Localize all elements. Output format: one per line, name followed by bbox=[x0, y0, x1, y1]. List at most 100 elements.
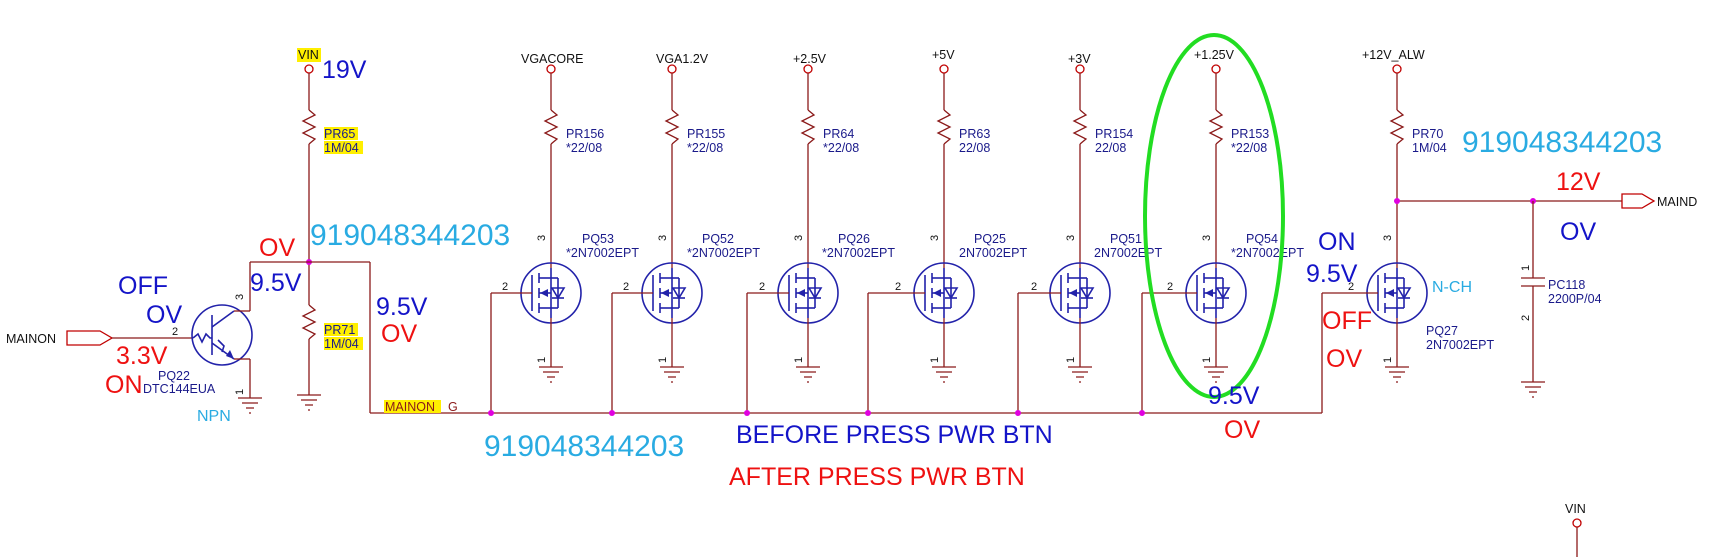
pq52-pin1: 1 bbox=[657, 357, 669, 363]
mosfet-pq25: 2 3 1 PQ25 2N7002EPT bbox=[867, 232, 1027, 413]
pq52-ref: PQ52 bbox=[702, 232, 734, 246]
pq27-ref: PQ27 bbox=[1426, 324, 1458, 338]
stage-12v-alw: +12V_ALW PR70 1M/04 bbox=[1362, 48, 1622, 268]
pr65-ref: PR65 bbox=[324, 127, 355, 141]
v25-label: +2.5V bbox=[793, 52, 827, 66]
pr63-val: 22/08 bbox=[959, 141, 990, 155]
mosfet-pq52: 2 3 1 PQ52 *2N7002EPT bbox=[611, 232, 760, 413]
pq54-pin2: 2 bbox=[1167, 281, 1173, 293]
annot-phone-2: 919048344203 bbox=[484, 430, 684, 463]
annot-19v: 19V bbox=[322, 56, 367, 84]
stage-vgacore: VGACORE PR156 *22/08 bbox=[521, 52, 604, 268]
vin-rail: VIN bbox=[297, 48, 321, 110]
annot-ov-node: OV bbox=[259, 234, 295, 262]
pq25-pin1: 1 bbox=[929, 357, 941, 363]
capacitor-pc118: 1 2 PC118 2200P/04 bbox=[1520, 201, 1602, 398]
annot-off-right: OFF bbox=[1322, 307, 1372, 335]
pq25-pin2: 2 bbox=[895, 281, 901, 293]
annot-phone-1: 919048344203 bbox=[310, 219, 510, 252]
vgacore-label: VGACORE bbox=[521, 52, 584, 66]
mainon-input-port: MAINON bbox=[6, 330, 193, 346]
pq25-pin3: 3 bbox=[929, 235, 941, 241]
pq26-part: *2N7002EPT bbox=[822, 246, 895, 260]
mosfet-pq54: 2 3 1 PQ54 *2N7002EPT bbox=[1141, 232, 1304, 413]
pr71-val: 1M/04 bbox=[324, 337, 359, 351]
pq53-part: *2N7002EPT bbox=[566, 246, 639, 260]
pc118-pin1: 1 bbox=[1520, 265, 1532, 271]
mosfet-pq26: 2 3 1 PQ26 *2N7002EPT bbox=[746, 232, 895, 413]
pq52-pin3: 3 bbox=[657, 235, 669, 241]
pq26-pin1: 1 bbox=[793, 357, 805, 363]
pq22-ref: PQ22 bbox=[158, 369, 190, 383]
pq52-pin2: 2 bbox=[623, 281, 629, 293]
stage-vga12: VGA1.2V PR155 *22/08 bbox=[656, 52, 725, 268]
resistor-pr65: PR65 1M/04 bbox=[301, 109, 363, 262]
annot-npn: NPN bbox=[197, 408, 231, 425]
annot-on-left: ON bbox=[105, 371, 143, 399]
annot-ov-right: OV bbox=[1326, 345, 1362, 373]
pr65-val: 1M/04 bbox=[324, 141, 359, 155]
pq51-ref: PQ51 bbox=[1110, 232, 1142, 246]
highlight-ellipse bbox=[1143, 33, 1285, 399]
mainon-g-netlabel: MAINON _G bbox=[384, 400, 458, 414]
pq53-pin1: 1 bbox=[536, 357, 548, 363]
pq26-pin2: 2 bbox=[759, 281, 765, 293]
pr64-ref: PR64 bbox=[823, 127, 854, 141]
pq53-pin3: 3 bbox=[536, 235, 548, 241]
pq22-pin2: 2 bbox=[172, 326, 178, 338]
v5-label: +5V bbox=[932, 48, 955, 62]
pr64-val: *22/08 bbox=[823, 141, 859, 155]
pq26-ref: PQ26 bbox=[838, 232, 870, 246]
pq54-part: *2N7002EPT bbox=[1231, 246, 1304, 260]
annot-ov-pq54: OV bbox=[1224, 416, 1260, 444]
pq53-ref: PQ53 bbox=[582, 232, 614, 246]
maind-output-port: MAIND bbox=[1621, 193, 1697, 209]
annot-phone-3: 919048344203 bbox=[1462, 126, 1662, 159]
pq27-pin2: 2 bbox=[1348, 281, 1354, 293]
annot-9v5-node: 9.5V bbox=[250, 269, 302, 297]
pq54-pin1: 1 bbox=[1201, 357, 1213, 363]
transistor-pq22: 2 3 1 PQ22 DTC144EUA bbox=[143, 262, 262, 414]
stage-5v: +5V PR63 22/08 bbox=[932, 48, 990, 268]
pq27-part: 2N7002EPT bbox=[1426, 338, 1494, 352]
resistor-pr71: PR71 1M/04 bbox=[297, 262, 363, 411]
pq51-pin2: 2 bbox=[1031, 281, 1037, 293]
v12alw-label: +12V_ALW bbox=[1362, 48, 1425, 62]
pc118-pin2: 2 bbox=[1520, 315, 1532, 321]
pr155-ref: PR155 bbox=[687, 127, 725, 141]
pr153-val: *22/08 bbox=[1231, 141, 1267, 155]
mosfet-pq53: 2 3 1 PQ53 *2N7002EPT bbox=[490, 232, 639, 413]
pq51-part: 2N7002EPT bbox=[1094, 246, 1162, 260]
pq22-pin1: 1 bbox=[234, 389, 246, 395]
annot-ov-gate: OV bbox=[381, 320, 417, 348]
pc118-ref: PC118 bbox=[1548, 278, 1585, 292]
pq54-ref: PQ54 bbox=[1246, 232, 1278, 246]
stage-2v5: +2.5V PR64 *22/08 bbox=[793, 52, 859, 268]
annot-9v5-pq54: 9.5V bbox=[1208, 382, 1260, 410]
pr70-ref: PR70 bbox=[1412, 127, 1443, 141]
pq51-pin3: 3 bbox=[1065, 235, 1077, 241]
pq25-part: 2N7002EPT bbox=[959, 246, 1027, 260]
pq25-ref: PQ25 bbox=[974, 232, 1006, 246]
pq22-part: DTC144EUA bbox=[143, 382, 216, 396]
vin-rail-label: VIN bbox=[298, 48, 319, 62]
pq22-pin3: 3 bbox=[234, 294, 246, 300]
mainon-g-label: MAINON bbox=[385, 400, 435, 414]
stage-3v: +3V PR154 22/08 bbox=[1068, 52, 1133, 268]
mainon-g-suffix: _G bbox=[440, 400, 458, 414]
annot-ov-left: OV bbox=[146, 301, 182, 329]
pr71-ref: PR71 bbox=[324, 323, 355, 337]
pq26-pin3: 3 bbox=[793, 235, 805, 241]
annot-9v5-right: 9.5V bbox=[1306, 260, 1358, 288]
v3-label: +3V bbox=[1068, 52, 1091, 66]
pq27-pin1: 1 bbox=[1382, 357, 1394, 363]
vin-rail-bottom: VIN bbox=[1565, 502, 1586, 557]
annot-off-left: OFF bbox=[118, 272, 168, 300]
annot-before: BEFORE PRESS PWR BTN bbox=[736, 421, 1053, 449]
v125-label: +1.25V bbox=[1194, 48, 1235, 62]
mosfet-pq27: 2 3 1 PQ27 2N7002EPT bbox=[1321, 235, 1494, 413]
pq53-pin2: 2 bbox=[502, 281, 508, 293]
pr156-val: *22/08 bbox=[566, 141, 602, 155]
annot-on-right: ON bbox=[1318, 228, 1356, 256]
